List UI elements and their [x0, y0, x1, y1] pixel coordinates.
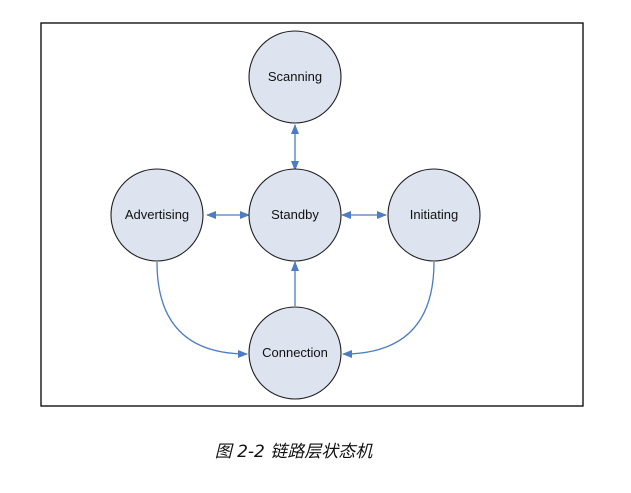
node-circle [387, 168, 481, 262]
node-circle [248, 168, 342, 262]
node-standby: Standby [248, 168, 342, 262]
figure-caption: 图 2-2 链路层状态机 [214, 442, 373, 462]
node-circle [248, 306, 342, 400]
node-label: Connection [262, 345, 328, 360]
node-label: Advertising [125, 207, 189, 222]
node-initiating: Initiating [387, 168, 481, 262]
node-label: Initiating [410, 207, 458, 222]
node-circle [248, 30, 342, 124]
node-connection: Connection [248, 306, 342, 400]
node-advertising: Advertising [110, 168, 204, 262]
edge-initiating-connection [342, 261, 435, 358]
node-circle [110, 168, 204, 262]
node-scanning: Scanning [248, 30, 342, 124]
node-label: Scanning [268, 69, 322, 84]
edge-advertising-connection [156, 261, 248, 358]
node-label: Standby [271, 207, 319, 222]
